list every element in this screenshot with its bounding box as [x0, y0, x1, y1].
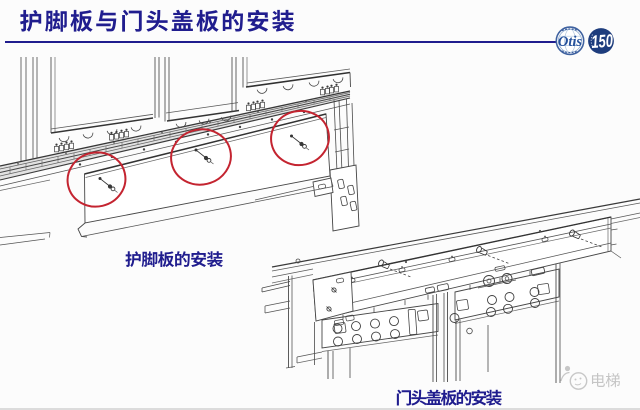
svg-text:Otis: Otis [558, 34, 583, 50]
svg-text:150: 150 [591, 32, 614, 53]
